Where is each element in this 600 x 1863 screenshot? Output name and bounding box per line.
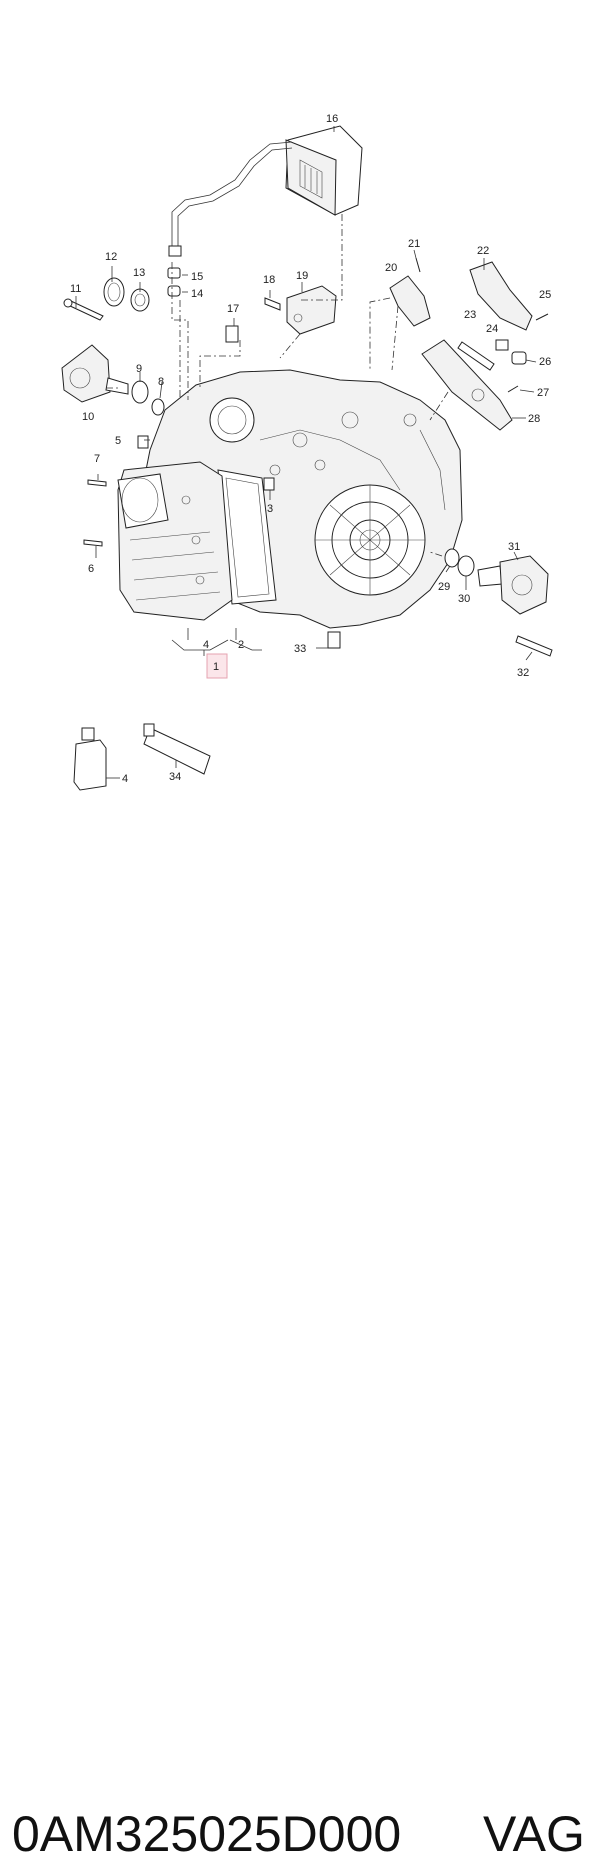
part-number: 0AM325025D000 bbox=[12, 1806, 402, 1862]
callout-25[interactable]: 25 bbox=[539, 289, 551, 301]
drive-flange-right bbox=[327, 548, 553, 657]
callout-30[interactable]: 30 bbox=[458, 593, 470, 605]
right-side-brackets bbox=[389, 257, 549, 431]
callout-18[interactable]: 18 bbox=[263, 274, 275, 286]
callout-19[interactable]: 19 bbox=[296, 270, 308, 282]
sensor-and-bracket-parts bbox=[225, 285, 337, 343]
callout-10[interactable]: 10 bbox=[82, 411, 94, 423]
highlight-box-callout-1 bbox=[206, 653, 228, 679]
control-unit-drawing bbox=[168, 125, 363, 257]
callout-11[interactable]: 11 bbox=[70, 283, 81, 295]
callout-32[interactable]: 32 bbox=[517, 667, 529, 679]
callout-22[interactable]: 22 bbox=[477, 245, 489, 257]
callout-4-oil-bottle[interactable]: 4 bbox=[122, 773, 128, 785]
callout-13[interactable]: 13 bbox=[133, 267, 145, 279]
mechatronic-unit-part-4 bbox=[83, 435, 275, 621]
callout-3[interactable]: 3 bbox=[267, 503, 273, 515]
callout-33[interactable]: 33 bbox=[294, 643, 306, 655]
callout-34[interactable]: 34 bbox=[169, 771, 181, 783]
callout-9[interactable]: 9 bbox=[136, 363, 142, 375]
oil-bottle-and-paste-tube bbox=[73, 723, 211, 791]
callout-24[interactable]: 24 bbox=[486, 323, 498, 335]
callout-31[interactable]: 31 bbox=[508, 541, 520, 553]
callout-16[interactable]: 16 bbox=[326, 113, 338, 125]
callout-5[interactable]: 5 bbox=[115, 435, 121, 447]
callout-28[interactable]: 28 bbox=[528, 413, 540, 425]
callout-8[interactable]: 8 bbox=[158, 376, 164, 388]
callout-leaders bbox=[75, 126, 537, 779]
callout-20[interactable]: 20 bbox=[385, 262, 397, 274]
callout-6[interactable]: 6 bbox=[88, 563, 94, 575]
callout-29[interactable]: 29 bbox=[438, 581, 450, 593]
drive-flange-left bbox=[61, 344, 165, 416]
callout-2[interactable]: 2 bbox=[238, 639, 244, 651]
callout-14[interactable]: 14 bbox=[191, 288, 203, 300]
callout-12[interactable]: 12 bbox=[105, 251, 117, 263]
callout-1[interactable]: 1 bbox=[213, 661, 219, 673]
caption-bar: 0AM325025D000 VAG bbox=[0, 900, 600, 1862]
callout-23[interactable]: 23 bbox=[464, 309, 476, 321]
seal-rings-top-left bbox=[63, 267, 181, 321]
callout-17[interactable]: 17 bbox=[227, 303, 239, 315]
callout-27[interactable]: 27 bbox=[537, 387, 549, 399]
callout-7[interactable]: 7 bbox=[94, 453, 100, 465]
callout-15[interactable]: 15 bbox=[191, 271, 203, 283]
callout-labels: 1 2 3 4 5 6 7 8 9 10 11 12 13 14 15 16 1… bbox=[70, 113, 551, 785]
exploded-parts-diagram: 1 2 3 4 5 6 7 8 9 10 11 12 13 14 15 16 1… bbox=[61, 113, 553, 791]
callout-21[interactable]: 21 bbox=[408, 238, 420, 250]
callout-4[interactable]: 4 bbox=[203, 639, 209, 651]
leader-lines bbox=[106, 214, 449, 557]
brand-label: VAG bbox=[483, 1806, 585, 1862]
callout-26[interactable]: 26 bbox=[539, 356, 551, 368]
